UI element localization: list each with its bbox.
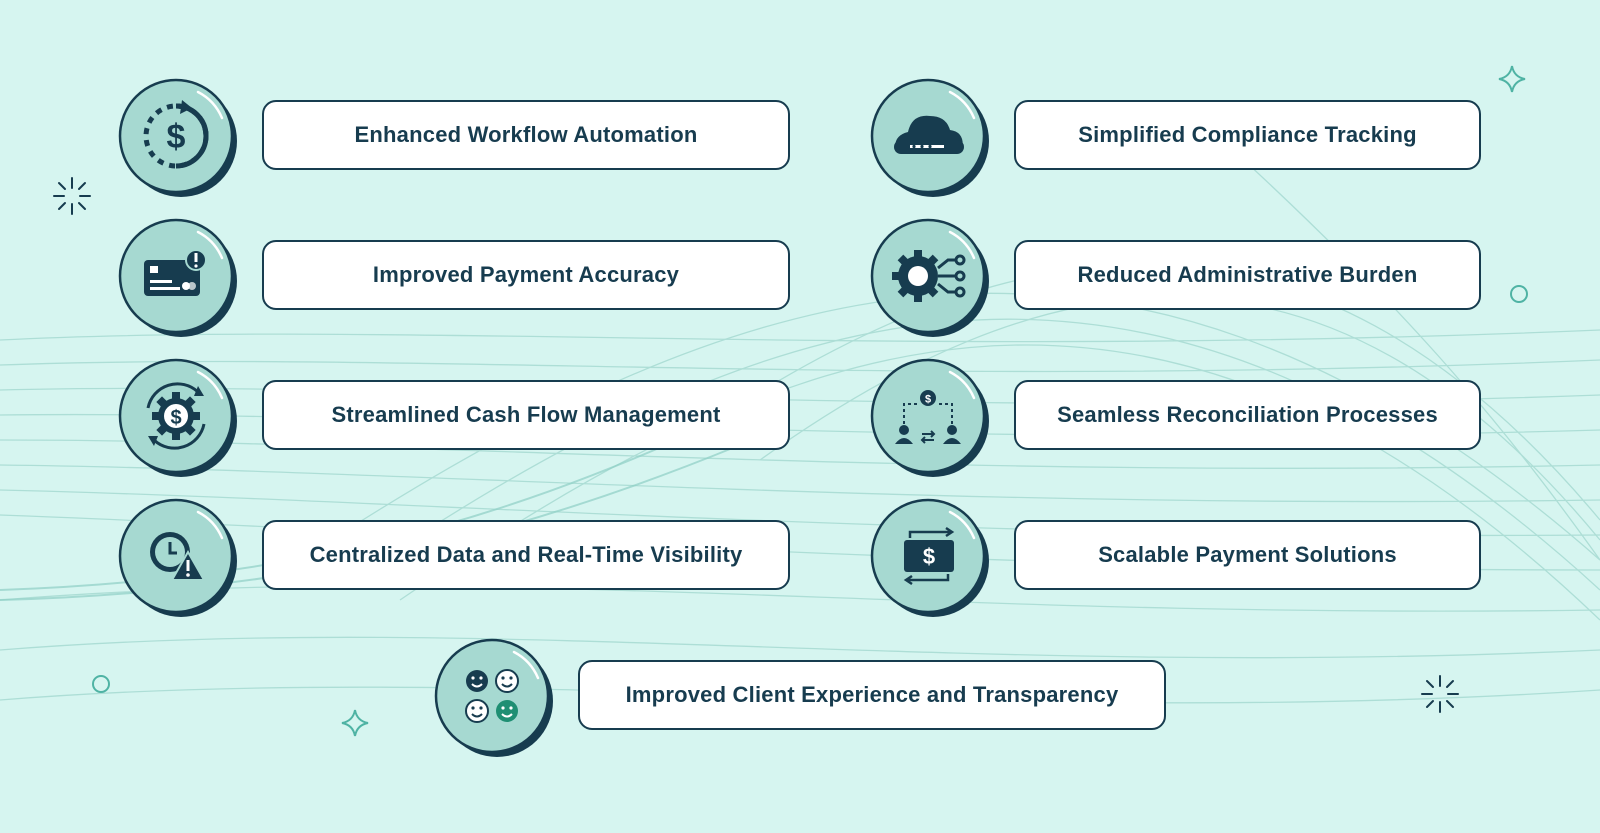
dollar-gear-cycle-icon: $ xyxy=(118,358,238,478)
star-sparkle-icon xyxy=(1498,65,1526,93)
benefit-label: Centralized Data and Real-Time Visibilit… xyxy=(262,520,790,590)
svg-text:$: $ xyxy=(167,118,186,156)
credit-card-alert-icon xyxy=(118,218,238,338)
benefit-label: Scalable Payment Solutions xyxy=(1014,520,1481,590)
dollar-transfer-icon: $ xyxy=(870,498,990,618)
sparkle-burst-icon xyxy=(1421,675,1459,713)
sparkle-burst-icon xyxy=(53,177,91,215)
benefit-label: Enhanced Workflow Automation xyxy=(262,100,790,170)
benefit-label: Streamlined Cash Flow Management xyxy=(262,380,790,450)
svg-text:$: $ xyxy=(923,544,935,569)
svg-text:$: $ xyxy=(925,394,931,406)
smiley-faces-icon xyxy=(434,638,554,758)
benefit-label: Simplified Compliance Tracking xyxy=(1014,100,1481,170)
star-sparkle-icon xyxy=(341,709,369,737)
clock-warning-icon xyxy=(118,498,238,618)
people-exchange-icon: $ xyxy=(870,358,990,478)
circle-dot-icon xyxy=(1510,285,1528,303)
dollar-cycle-icon: $ xyxy=(118,78,238,198)
circle-dot-icon xyxy=(92,675,110,693)
cloud-server-icon xyxy=(870,78,990,198)
svg-text:$: $ xyxy=(170,407,181,429)
gear-network-icon xyxy=(870,218,990,338)
benefit-label: Reduced Administrative Burden xyxy=(1014,240,1481,310)
benefit-label: Seamless Reconciliation Processes xyxy=(1014,380,1481,450)
benefit-label: Improved Client Experience and Transpare… xyxy=(578,660,1166,730)
benefit-label: Improved Payment Accuracy xyxy=(262,240,790,310)
